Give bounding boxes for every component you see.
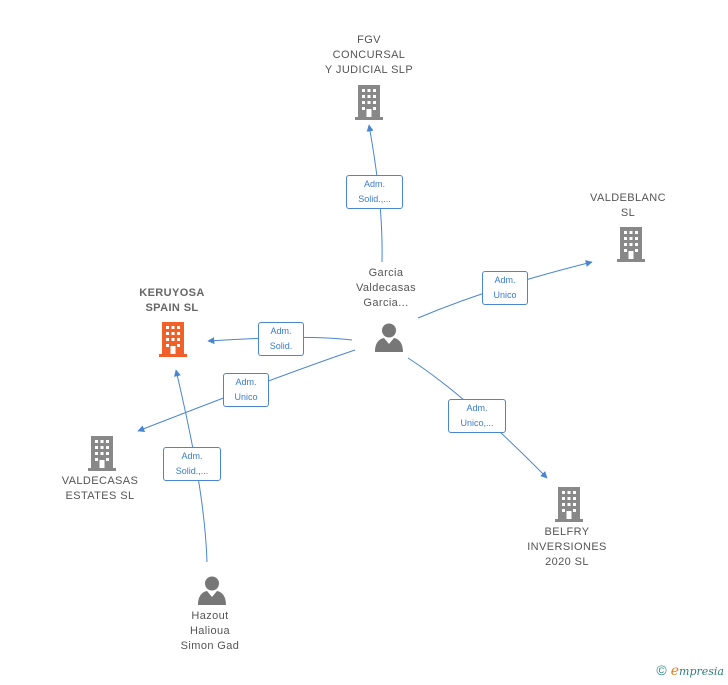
edge-label-garcia-valdecasas[interactable]: Adm. Unico bbox=[223, 373, 269, 407]
node-label-line: Hazout bbox=[191, 610, 229, 622]
person-icon[interactable] bbox=[375, 323, 403, 353]
node-label-line: Y JUDICIAL SLP bbox=[324, 64, 414, 76]
edge-label-line: Unico bbox=[234, 392, 258, 402]
edge-label-garcia-valdeblanc[interactable]: Adm. Unico bbox=[482, 271, 528, 305]
node-label-valdecasas[interactable]: VALDECASAS ESTATES SL bbox=[50, 474, 150, 504]
node-label-hazout[interactable]: Hazout Halioua Simon Gad bbox=[168, 609, 252, 654]
node-label-line: SL bbox=[620, 207, 636, 219]
node-label-valdeblanc[interactable]: VALDEBLANC SL bbox=[583, 191, 673, 221]
edge-label-line: Solid. bbox=[269, 341, 293, 351]
node-label-line: Garcia... bbox=[363, 297, 409, 309]
node-label-line: FGV bbox=[357, 34, 381, 46]
node-label-line: Garcia bbox=[368, 267, 404, 279]
node-label-line: Valdecasas bbox=[355, 282, 417, 294]
node-label-garcia[interactable]: Garcia Valdecasas Garcia... bbox=[344, 266, 428, 311]
node-label-keruyosa[interactable]: KERUYOSA SPAIN SL bbox=[120, 286, 224, 316]
edge-label-garcia-belfry[interactable]: Adm. Unico,... bbox=[448, 399, 506, 433]
node-label-line: Halioua bbox=[189, 625, 231, 637]
edge-label-line: Unico,... bbox=[460, 418, 494, 428]
edge-label-line: Adm. bbox=[235, 377, 257, 387]
edge-label-line: Adm. bbox=[466, 403, 488, 413]
building-icon[interactable] bbox=[617, 227, 645, 262]
edge-label-line: Adm. bbox=[270, 326, 292, 336]
edge-label-garcia-keruyosa[interactable]: Adm. Solid. bbox=[258, 322, 304, 356]
node-label-line: 2020 SL bbox=[545, 556, 589, 568]
node-label-line: INVERSIONES bbox=[527, 541, 607, 553]
edge-label-garcia-fgv[interactable]: Adm. Solid.,... bbox=[346, 175, 403, 209]
building-icon[interactable] bbox=[555, 487, 583, 522]
brand-name: mpresia bbox=[679, 665, 724, 678]
copyright-symbol: © bbox=[656, 662, 667, 678]
building-icon[interactable] bbox=[159, 322, 187, 357]
edge-label-line: Solid.,... bbox=[175, 466, 209, 476]
node-label-line: KERUYOSA bbox=[139, 287, 205, 299]
node-label-line: CONCURSAL bbox=[332, 49, 406, 61]
building-icon[interactable] bbox=[88, 436, 116, 471]
node-label-line: BELFRY bbox=[544, 526, 590, 538]
node-label-line: VALDECASAS bbox=[61, 475, 139, 487]
edge-label-line: Adm. bbox=[181, 451, 203, 461]
node-label-line: ESTATES SL bbox=[65, 490, 135, 502]
edge-label-line: Adm. bbox=[363, 179, 385, 189]
node-label-line: VALDEBLANC bbox=[590, 192, 666, 204]
person-icon[interactable] bbox=[198, 576, 226, 606]
edge-label-hazout-keruyosa[interactable]: Adm. Solid.,... bbox=[163, 447, 221, 481]
node-label-belfry[interactable]: BELFRY INVERSIONES 2020 SL bbox=[516, 525, 618, 570]
brand-initial: e bbox=[670, 663, 680, 679]
node-label-line: Simon Gad bbox=[180, 640, 240, 652]
edge-label-line: Solid.,... bbox=[358, 194, 391, 204]
node-label-line: SPAIN SL bbox=[145, 302, 199, 314]
node-label-fgv[interactable]: FGV CONCURSAL Y JUDICIAL SLP bbox=[318, 33, 420, 78]
building-icon[interactable] bbox=[355, 85, 383, 120]
edge-label-line: Unico bbox=[493, 290, 517, 300]
footer-watermark: ©empresia bbox=[656, 662, 724, 679]
edge-label-line: Adm. bbox=[494, 275, 516, 285]
